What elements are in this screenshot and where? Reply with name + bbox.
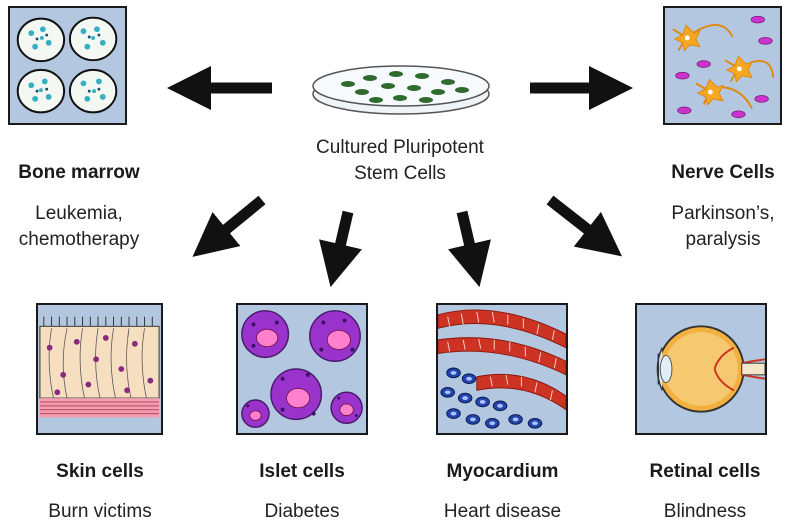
skin-cells-uses: Burn victims <box>20 499 180 525</box>
bone-marrow-use-1: Leukemia, <box>35 203 123 224</box>
petri-dish <box>312 65 490 115</box>
arrow-to-retinal-cells <box>546 195 622 257</box>
islet-cells-title: Islet cells <box>259 461 345 482</box>
bone-marrow-image <box>8 6 127 125</box>
arrow-to-skin-cells <box>192 195 266 257</box>
retinal-cells-image <box>635 303 767 435</box>
nerve-cells-title: Nerve Cells <box>671 162 775 183</box>
myocardium-uses: Heart disease <box>420 499 585 525</box>
center-label-line2: Stem Cells <box>354 163 446 184</box>
retinal-cells-use-1: Blindness <box>663 501 747 522</box>
nerve-cells-use-2: paralysis <box>685 229 761 250</box>
retinal-cells-title: Retinal cells <box>649 461 761 482</box>
islet-cells-uses: Diabetes <box>222 499 382 525</box>
center-label: Cultured Pluripotent Stem Cells <box>280 135 520 187</box>
myocardium-title: Myocardium <box>446 461 559 482</box>
nerve-cells-use-1: Parkinson’s, <box>671 203 775 224</box>
myocardium-use-1: Heart disease <box>443 501 562 522</box>
nerve-cells-uses: Parkinson’s, paralysis <box>648 201 798 253</box>
skin-cells-title: Skin cells <box>56 461 144 482</box>
islet-cells-image <box>236 303 368 435</box>
arrow-to-myocardium <box>448 210 491 288</box>
skin-cells-image <box>36 303 163 435</box>
bone-marrow-use-2: chemotherapy <box>18 229 140 250</box>
islet-cells-use-1: Diabetes <box>264 501 340 522</box>
skin-cells-use-1: Burn victims <box>48 501 152 522</box>
arrow-to-islet-cells <box>319 210 362 288</box>
bone-marrow-title: Bone marrow <box>18 162 140 183</box>
retinal-cells-uses: Blindness <box>620 499 790 525</box>
center-label-line1: Cultured Pluripotent <box>316 137 484 158</box>
bone-marrow-uses: Leukemia, chemotherapy <box>0 201 158 253</box>
myocardium-image <box>436 303 568 435</box>
nerve-cells-image <box>663 6 782 125</box>
